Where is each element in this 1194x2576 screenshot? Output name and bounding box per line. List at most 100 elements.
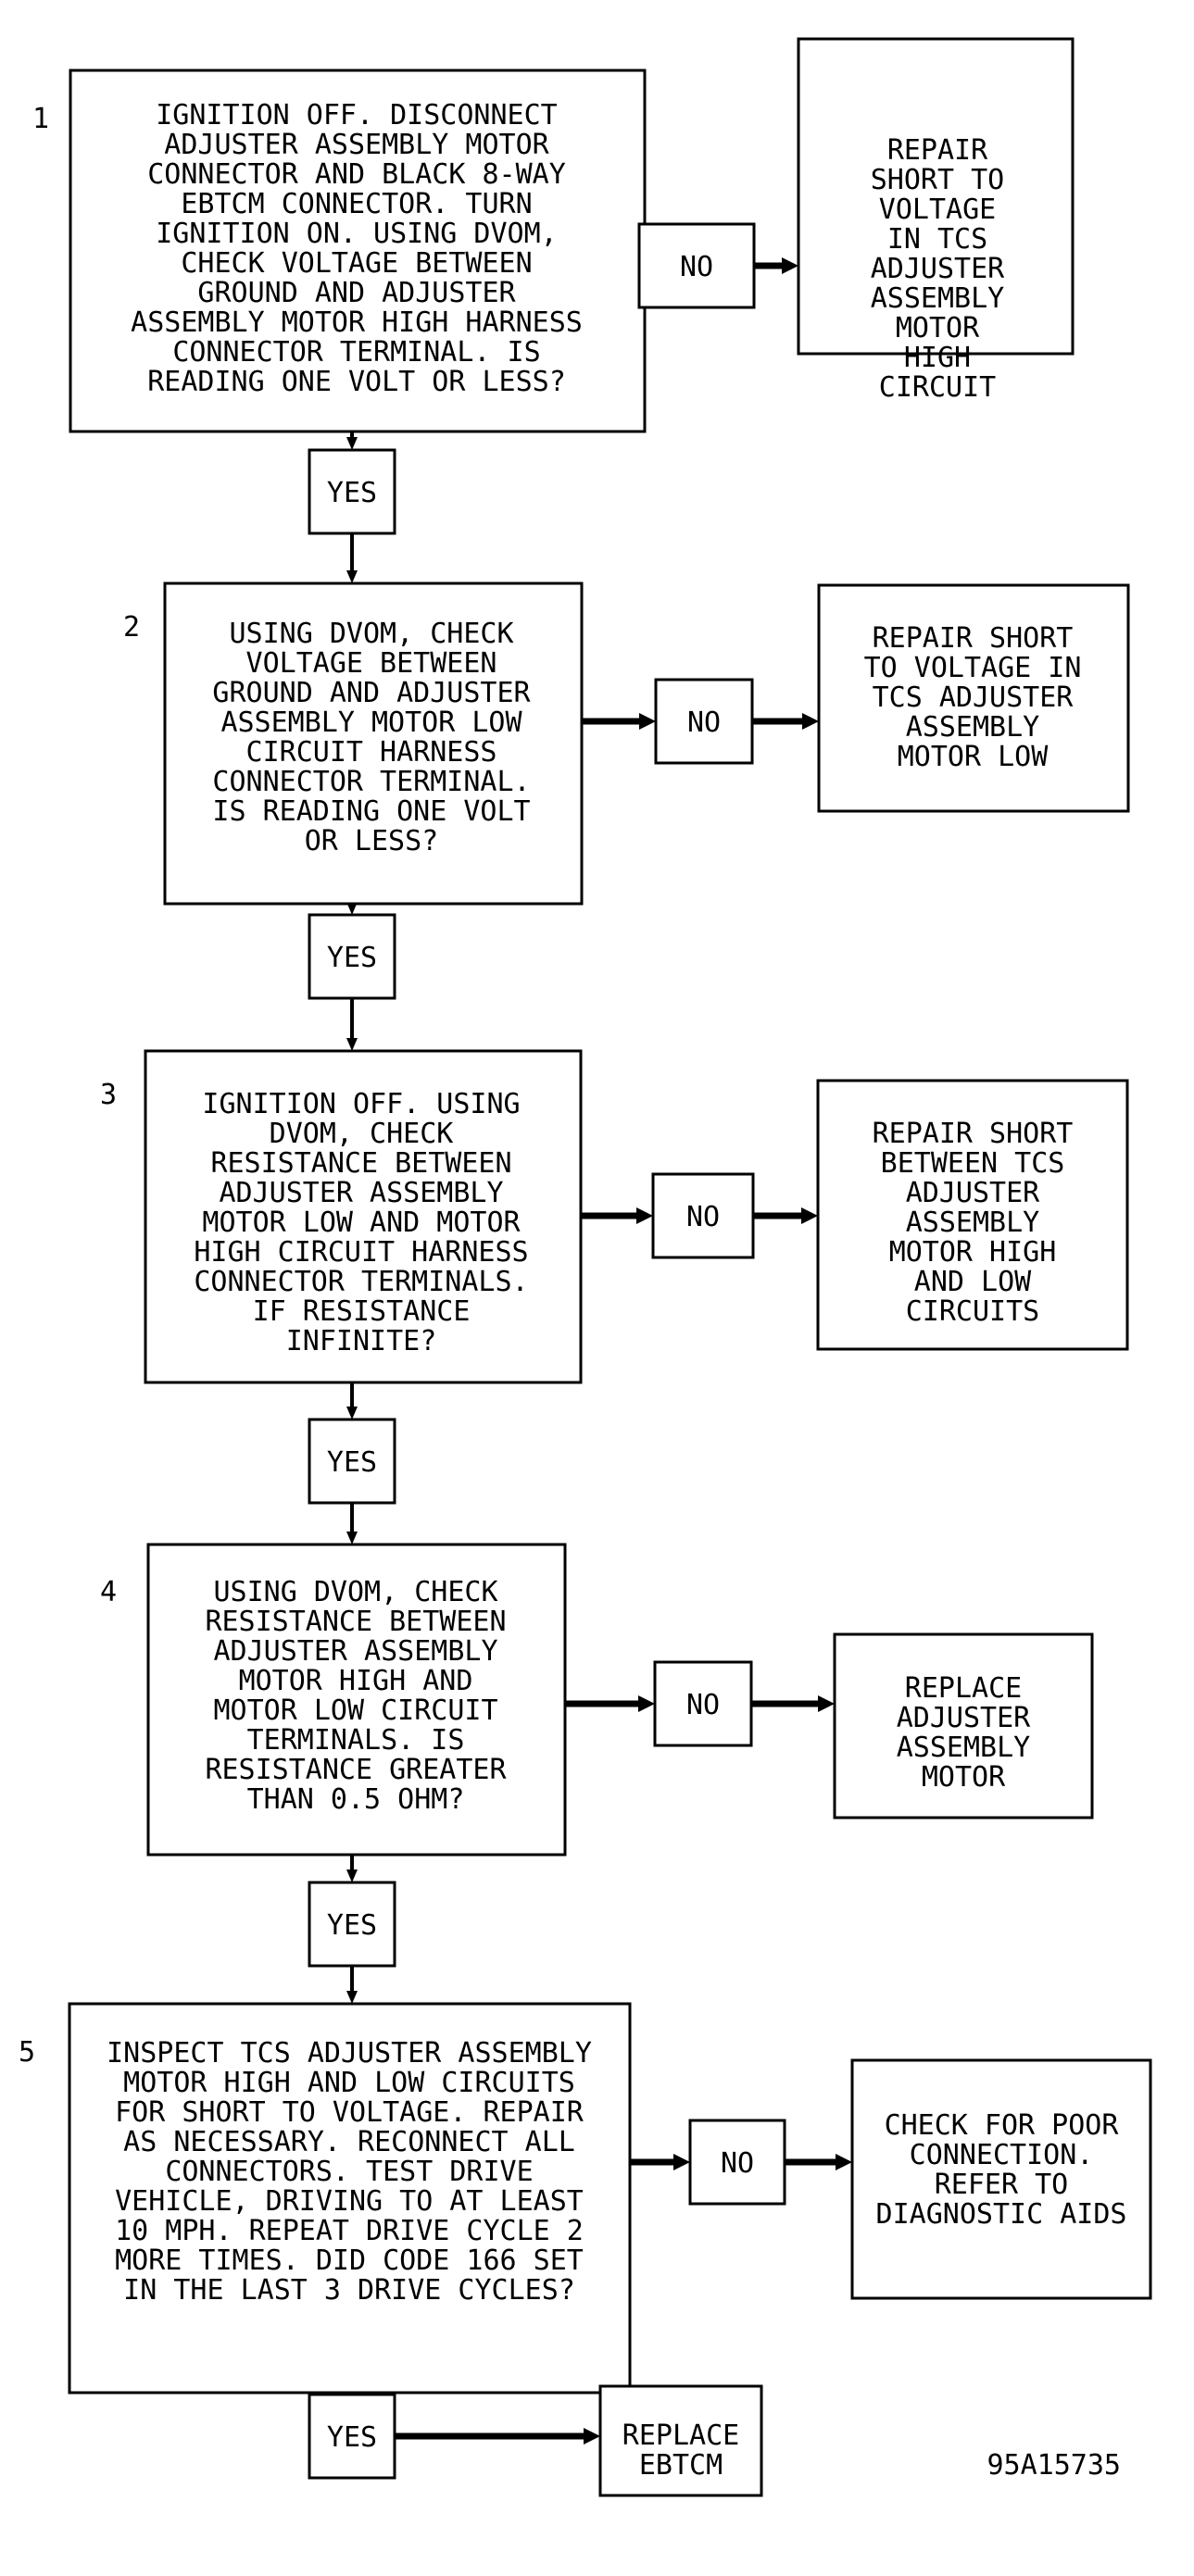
text-line: ADJUSTER [906,1177,1040,1209]
text-line: CIRCUITS [906,1295,1040,1328]
text-line: EBTCM [639,2449,723,2482]
text-line: REPLACE [905,1672,1022,1705]
figure-id: 95A15735 [987,2449,1122,2482]
no-label-4: NO [686,1689,720,1721]
step-number-2: 2 [123,611,140,644]
text-line: ASSEMBLY [871,282,1005,315]
text-line: IN THE LAST 3 DRIVE CYCLES? [123,2274,575,2307]
text-line: FOR SHORT TO VOLTAGE. REPAIR [115,2096,584,2129]
text-line: BETWEEN TCS [881,1147,1065,1180]
text-line: CONNECTOR TERMINALS. [194,1266,528,1298]
text-line: CONNECTOR TERMINAL. IS [172,336,540,369]
text-line: RESISTANCE BETWEEN [205,1606,506,1638]
no-label-box-4 [653,1660,753,1747]
text-line: CONNECTORS. TEST DRIVE [165,2156,533,2188]
text-line: MOTOR HIGH AND LOW CIRCUITS [123,2067,575,2099]
no-label-5: NO [721,2147,754,2180]
text-line: VEHICLE, DRIVING TO AT LEAST [115,2185,584,2218]
text-line: ASSEMBLY [906,1207,1040,1239]
yes-label-5: YES [327,2421,377,2454]
text-line: CIRCUIT HARNESS [246,736,497,769]
no-arrow-in-3-head [636,1207,653,1224]
yes-arrow-out-3-head [346,1532,358,1544]
yes-action-arrow-5-head [584,2428,600,2445]
no-arrow-out-2-head [802,713,819,730]
text-line: MOTOR LOW [898,741,1049,773]
question-box-2 [163,581,584,906]
text-line: TO VOLTAGE IN [864,652,1082,684]
text-line: REPLACE [622,2420,739,2452]
no-label-box-5 [688,2119,786,2206]
yes-label-box-1 [308,448,396,535]
text-line: ADJUSTER ASSEMBLY [219,1177,503,1209]
no-arrow-out-4-head [818,1695,835,1712]
text-line: REPAIR SHORT [873,622,1074,655]
text-line: RESISTANCE BETWEEN [210,1147,511,1180]
text-line: HIGH CIRCUIT HARNESS [194,1236,528,1269]
no-label-3: NO [686,1201,720,1233]
text-line: TERMINALS. IS [247,1724,465,1757]
text-line: MOTOR LOW AND MOTOR [202,1207,521,1239]
text-line: THAN 0.5 OHM? [247,1783,465,1816]
no-arrow-out-1-head [782,257,798,274]
text-line: MORE TIMES. DID CODE 166 SET [115,2245,584,2277]
text-line: USING DVOM, CHECK [229,618,513,650]
step-number-4: 4 [100,1576,117,1608]
no-action-box-4 [833,1632,1094,1819]
yes-label-4: YES [327,1909,377,1942]
yes-action-box-5 [598,2384,763,2497]
yes-arrow-out-1-head [346,570,358,583]
text-line: HIGH [904,342,971,374]
no-arrow-in-2-head [639,713,656,730]
text-line: IGNITION OFF. DISCONNECT [156,99,557,131]
no-arrow-in-4-head [638,1695,655,1712]
text-line: MOTOR LOW CIRCUIT [213,1694,497,1727]
text-line: AND LOW [914,1266,1032,1298]
text-line: READING ONE VOLT OR LESS? [147,366,566,398]
text-line: IN TCS [887,223,987,256]
no-action-box-1 [797,37,1075,356]
step-number-5: 5 [19,2036,35,2069]
yes-label-box-3 [308,1418,396,1505]
question-box-1 [69,69,647,433]
question-box-5 [68,2002,632,2395]
text-line: OR LESS? [305,825,439,857]
question-box-4 [146,1543,567,1857]
text-line: ADJUSTER ASSEMBLY MOTOR [164,129,549,161]
text-line: VOLTAGE BETWEEN [246,647,497,680]
text-line: TCS ADJUSTER [873,682,1075,714]
text-line: GROUND AND ADJUSTER [197,277,516,309]
no-label-box-3 [651,1172,755,1259]
text-line: ASSEMBLY [906,711,1040,744]
yes-arrow-out-4-head [346,1991,358,2004]
text-line: ADJUSTER [897,1702,1031,1734]
text-line: ASSEMBLY [897,1732,1031,1764]
yes-label-2: YES [327,942,377,974]
text-line: CONNECTOR AND BLACK 8-WAY [147,158,566,191]
text-line: VOLTAGE [879,194,996,226]
text-line: INSPECT TCS ADJUSTER ASSEMBLY [107,2037,592,2070]
text-line: ASSEMBLY MOTOR HIGH HARNESS [131,306,583,339]
no-arrow-out-3-head [801,1207,818,1224]
text-line: ADJUSTER ASSEMBLY [213,1635,497,1668]
no-arrow-in-5-head [673,2154,690,2170]
text-line: IF RESISTANCE [253,1295,471,1328]
text-line: IS READING ONE VOLT [212,795,530,828]
text-line: CIRCUIT [879,371,996,404]
text-line: EBTCM CONNECTOR. TURN [181,188,532,220]
yes-arrow-in-4-head [346,1869,358,1882]
no-label-2: NO [687,707,721,739]
text-line: CONNECTOR TERMINAL. [212,766,530,798]
text-line: REFER TO [935,2169,1069,2201]
yes-label-box-4 [308,1881,396,1968]
